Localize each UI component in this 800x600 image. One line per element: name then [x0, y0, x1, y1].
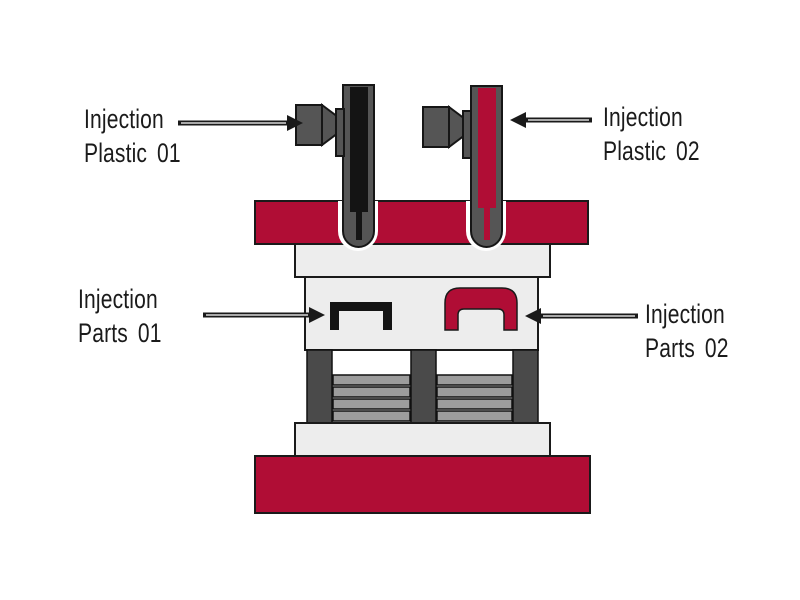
bottom-red-clamp-plate: [254, 455, 591, 514]
label-line: Injection: [645, 299, 725, 329]
support-pillar-middle: [410, 349, 437, 424]
label-line: Injection: [84, 104, 164, 134]
ejector-plate: [436, 410, 513, 422]
ejector-plate: [332, 374, 411, 386]
ejector-plate: [332, 386, 411, 398]
support-pillar-left: [306, 349, 333, 424]
label-line: Injection: [78, 284, 158, 314]
arrow-parts-02-icon: [525, 308, 638, 324]
molded-part-02: [444, 287, 518, 331]
label-line: Injection: [603, 102, 683, 132]
ejector-plate: [332, 398, 411, 410]
label-line: Parts 01: [78, 318, 162, 348]
molded-part-01: [330, 302, 392, 330]
ejector-plate: [436, 398, 513, 410]
lower-mold-plate: [294, 422, 551, 457]
ejector-plate-stack-left: [332, 374, 411, 422]
ejector-plate: [436, 374, 513, 386]
arrow-plastic-02-icon: [510, 112, 592, 128]
hopper-block: [295, 104, 323, 146]
support-pillar-right: [512, 349, 539, 424]
injection-nozzle-02: [422, 85, 506, 251]
hopper-block: [422, 106, 450, 148]
plastic-channel-black: [350, 87, 368, 240]
hopper-collar: [335, 108, 345, 157]
plastic-channel-red: [478, 88, 496, 240]
label-injection-plastic-01: Injection Plastic 01: [84, 102, 181, 170]
label-line: Plastic 02: [603, 136, 700, 166]
arrow-plastic-01-icon: [178, 115, 303, 131]
ejector-plate: [332, 410, 411, 422]
arrow-parts-01-icon: [203, 307, 325, 323]
label-injection-parts-01: Injection Parts 01: [78, 282, 162, 350]
label-line: Parts 02: [645, 333, 729, 363]
ejector-plate: [436, 386, 513, 398]
ejector-section: [306, 349, 539, 424]
label-injection-parts-02: Injection Parts 02: [645, 297, 729, 365]
ejector-plate-stack-right: [436, 374, 513, 422]
label-line: Plastic 01: [84, 138, 181, 168]
top-red-clamp-plate: [254, 200, 589, 245]
upper-mold-plate: [294, 243, 551, 278]
injection-nozzle-01: [295, 84, 378, 251]
hopper-collar: [462, 110, 472, 159]
label-injection-plastic-02: Injection Plastic 02: [603, 100, 700, 168]
